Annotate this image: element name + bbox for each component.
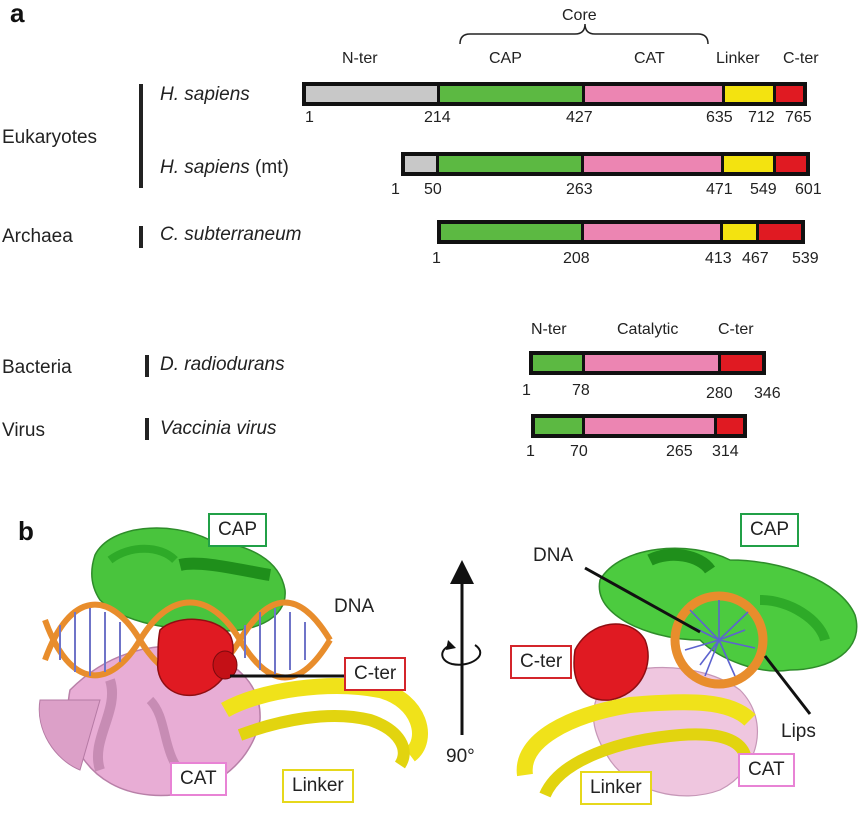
- label-cap-left: CAP: [208, 513, 268, 547]
- group-virus: Virus: [2, 420, 45, 441]
- pos-label: 427: [566, 109, 593, 126]
- segment-cter: [717, 418, 743, 434]
- segment-cter: [759, 224, 801, 240]
- pos-label: 346: [754, 385, 781, 402]
- segment-nter: [306, 86, 440, 102]
- pos-label: 1: [305, 109, 314, 126]
- header-cter-bacteria: C-ter: [718, 321, 754, 338]
- pos-label: 712: [748, 109, 775, 126]
- group-bacteria: Bacteria: [2, 357, 72, 378]
- label-cter-left: C-ter: [344, 657, 407, 691]
- domain-track-d-radiodurans: [529, 351, 766, 375]
- label-lips: Lips: [781, 721, 816, 742]
- right-structure: [516, 547, 858, 798]
- eukaryotes-bar: [139, 84, 143, 188]
- header-catalytic: Catalytic: [617, 321, 679, 338]
- label-dna-right: DNA: [533, 545, 574, 566]
- lips-leader-line: [763, 655, 812, 715]
- archaea-bar: [139, 226, 143, 248]
- pos-label: 471: [706, 181, 733, 198]
- segment-catalytic: [585, 418, 717, 434]
- pos-label: 263: [566, 181, 593, 198]
- domain-track-h-sapiens-mt: [401, 152, 810, 176]
- pos-label: 78: [572, 382, 590, 399]
- species-h-sapiens: H. sapiens: [160, 84, 250, 105]
- domain-track-h-sapiens: [302, 82, 807, 106]
- segment-cter: [776, 86, 803, 102]
- pos-label: 70: [570, 443, 588, 460]
- species-h-sapiens-mt: H. sapiens (mt): [160, 157, 289, 178]
- pos-label: 265: [666, 443, 693, 460]
- header-nter-bacteria: N-ter: [531, 321, 567, 338]
- segment-nter: [405, 156, 439, 172]
- pos-label: 208: [563, 250, 590, 267]
- segment-nter: [533, 355, 585, 371]
- segment-cap: [441, 224, 584, 240]
- domain-track-vaccinia-virus: [531, 414, 747, 438]
- segment-catalytic: [585, 355, 721, 371]
- label-linker-left: Linker: [282, 769, 354, 803]
- segment-cat: [584, 156, 724, 172]
- pos-label: 280: [706, 385, 733, 402]
- header-cter: C-ter: [783, 50, 819, 67]
- segment-cap: [439, 156, 584, 172]
- rotation-arrow: [441, 560, 482, 735]
- segment-nter: [535, 418, 585, 434]
- segment-linker: [723, 224, 759, 240]
- header-nter: N-ter: [342, 50, 378, 67]
- pos-label: 1: [391, 181, 400, 198]
- species-c-subterraneum: C. subterraneum: [160, 224, 302, 245]
- panel-b-label: b: [18, 516, 34, 546]
- pos-label: 50: [424, 181, 442, 198]
- pos-label: 1: [432, 250, 441, 267]
- dna-leader-line-right: [584, 566, 701, 634]
- bacteria-bar: [145, 355, 149, 377]
- segment-linker: [725, 86, 776, 102]
- label-cap-right: CAP: [740, 513, 800, 547]
- segment-cter: [721, 355, 762, 371]
- segment-linker: [724, 156, 776, 172]
- label-dna-left: DNA: [334, 596, 375, 617]
- species-d-radiodurans: D. radiodurans: [160, 354, 285, 375]
- label-cat-left: CAT: [170, 762, 227, 796]
- species-vaccinia-virus: Vaccinia virus: [160, 418, 277, 439]
- segment-cat: [585, 86, 725, 102]
- label-cter-right: C-ter: [510, 645, 573, 679]
- group-archaea: Archaea: [2, 226, 73, 247]
- pos-label: 765: [785, 109, 812, 126]
- segment-cter: [776, 156, 806, 172]
- core-label: Core: [562, 7, 597, 24]
- header-cap: CAP: [489, 50, 522, 67]
- segment-cap: [440, 86, 585, 102]
- domain-track-c-subterraneum: [437, 220, 805, 244]
- header-cat: CAT: [634, 50, 665, 67]
- pos-label: 1: [526, 443, 535, 460]
- label-linker-right: Linker: [580, 771, 652, 805]
- pos-label: 539: [792, 250, 819, 267]
- panel-a-label: a: [10, 0, 25, 28]
- virus-bar: [145, 418, 149, 440]
- pos-label: 635: [706, 109, 733, 126]
- rotation-label: 90°: [446, 746, 475, 767]
- pos-label: 467: [742, 250, 769, 267]
- pos-label: 314: [712, 443, 739, 460]
- header-linker: Linker: [716, 50, 760, 67]
- group-eukaryotes: Eukaryotes: [2, 127, 98, 148]
- segment-cat: [584, 224, 723, 240]
- pos-label: 1: [522, 382, 531, 399]
- label-cat-right: CAT: [738, 753, 795, 787]
- pos-label: 214: [424, 109, 451, 126]
- pos-label: 601: [795, 181, 822, 198]
- pos-label: 413: [705, 250, 732, 267]
- pos-label: 549: [750, 181, 777, 198]
